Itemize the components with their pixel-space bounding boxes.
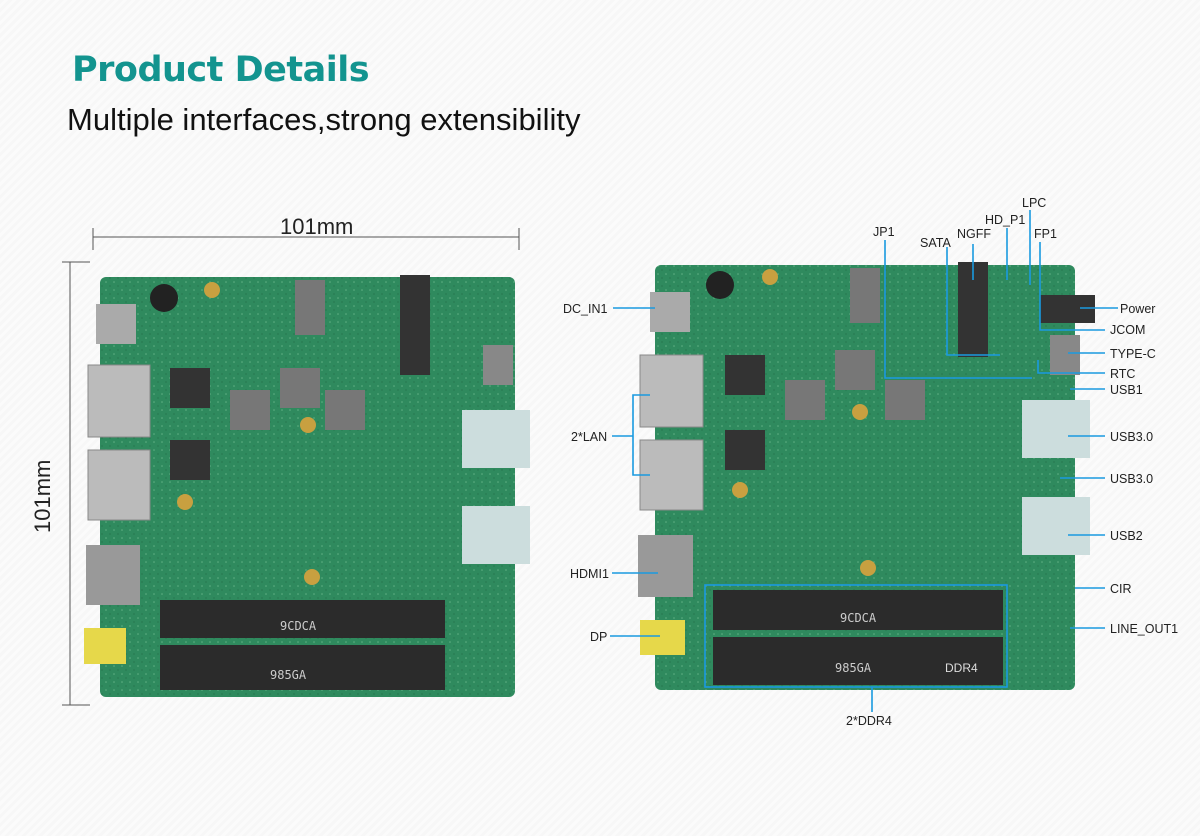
callout-usb2: USB2 <box>1110 529 1143 543</box>
callout-type-c: TYPE-C <box>1110 347 1156 361</box>
callout-power: Power <box>1120 302 1155 316</box>
motherboard-right: 9CDCA 985GA DDR4 <box>638 262 1095 690</box>
callout-lines <box>610 210 1118 712</box>
callout-cir: CIR <box>1110 582 1132 596</box>
callout-hd-p1: HD_P1 <box>985 213 1025 227</box>
callout-dp: DP <box>590 630 607 644</box>
callout-jcom: JCOM <box>1110 323 1145 337</box>
width-dimension <box>92 228 520 250</box>
page-subtitle: Multiple interfaces,strong extensibility <box>67 102 581 137</box>
callout-rtc: RTC <box>1110 367 1135 381</box>
chip-marking-bottom-left: 985GA <box>270 668 307 682</box>
height-dimension <box>62 261 90 706</box>
chip-marking-bottom-right: 985GA <box>835 661 872 675</box>
callout-line-out: LINE_OUT1 <box>1110 622 1178 636</box>
chip-marking-top-right: 9CDCA <box>840 611 877 625</box>
callout-usb30-a: USB3.0 <box>1110 430 1153 444</box>
callout-fp1: FP1 <box>1034 227 1057 241</box>
width-label: 101mm <box>280 214 353 239</box>
ddr4-slot-marking: DDR4 <box>945 661 978 675</box>
callout-sata: SATA <box>920 236 951 250</box>
callout-dc-in: DC_IN1 <box>563 302 608 316</box>
callout-lpc: LPC <box>1022 196 1046 210</box>
height-label: 101mm <box>30 460 55 533</box>
callout-ddr4: 2*DDR4 <box>846 714 892 728</box>
page-title: Product Details <box>72 50 370 90</box>
callout-usb30-b: USB3.0 <box>1110 472 1153 486</box>
motherboard-left: 9CDCA 985GA <box>84 275 530 697</box>
callout-lan: 2*LAN <box>571 430 607 444</box>
callout-usb1: USB1 <box>1110 383 1143 397</box>
chip-marking-top-left: 9CDCA <box>280 619 317 633</box>
callout-hdmi: HDMI1 <box>570 567 609 581</box>
callout-ngff: NGFF <box>957 227 991 241</box>
callout-jp1: JP1 <box>873 225 895 239</box>
